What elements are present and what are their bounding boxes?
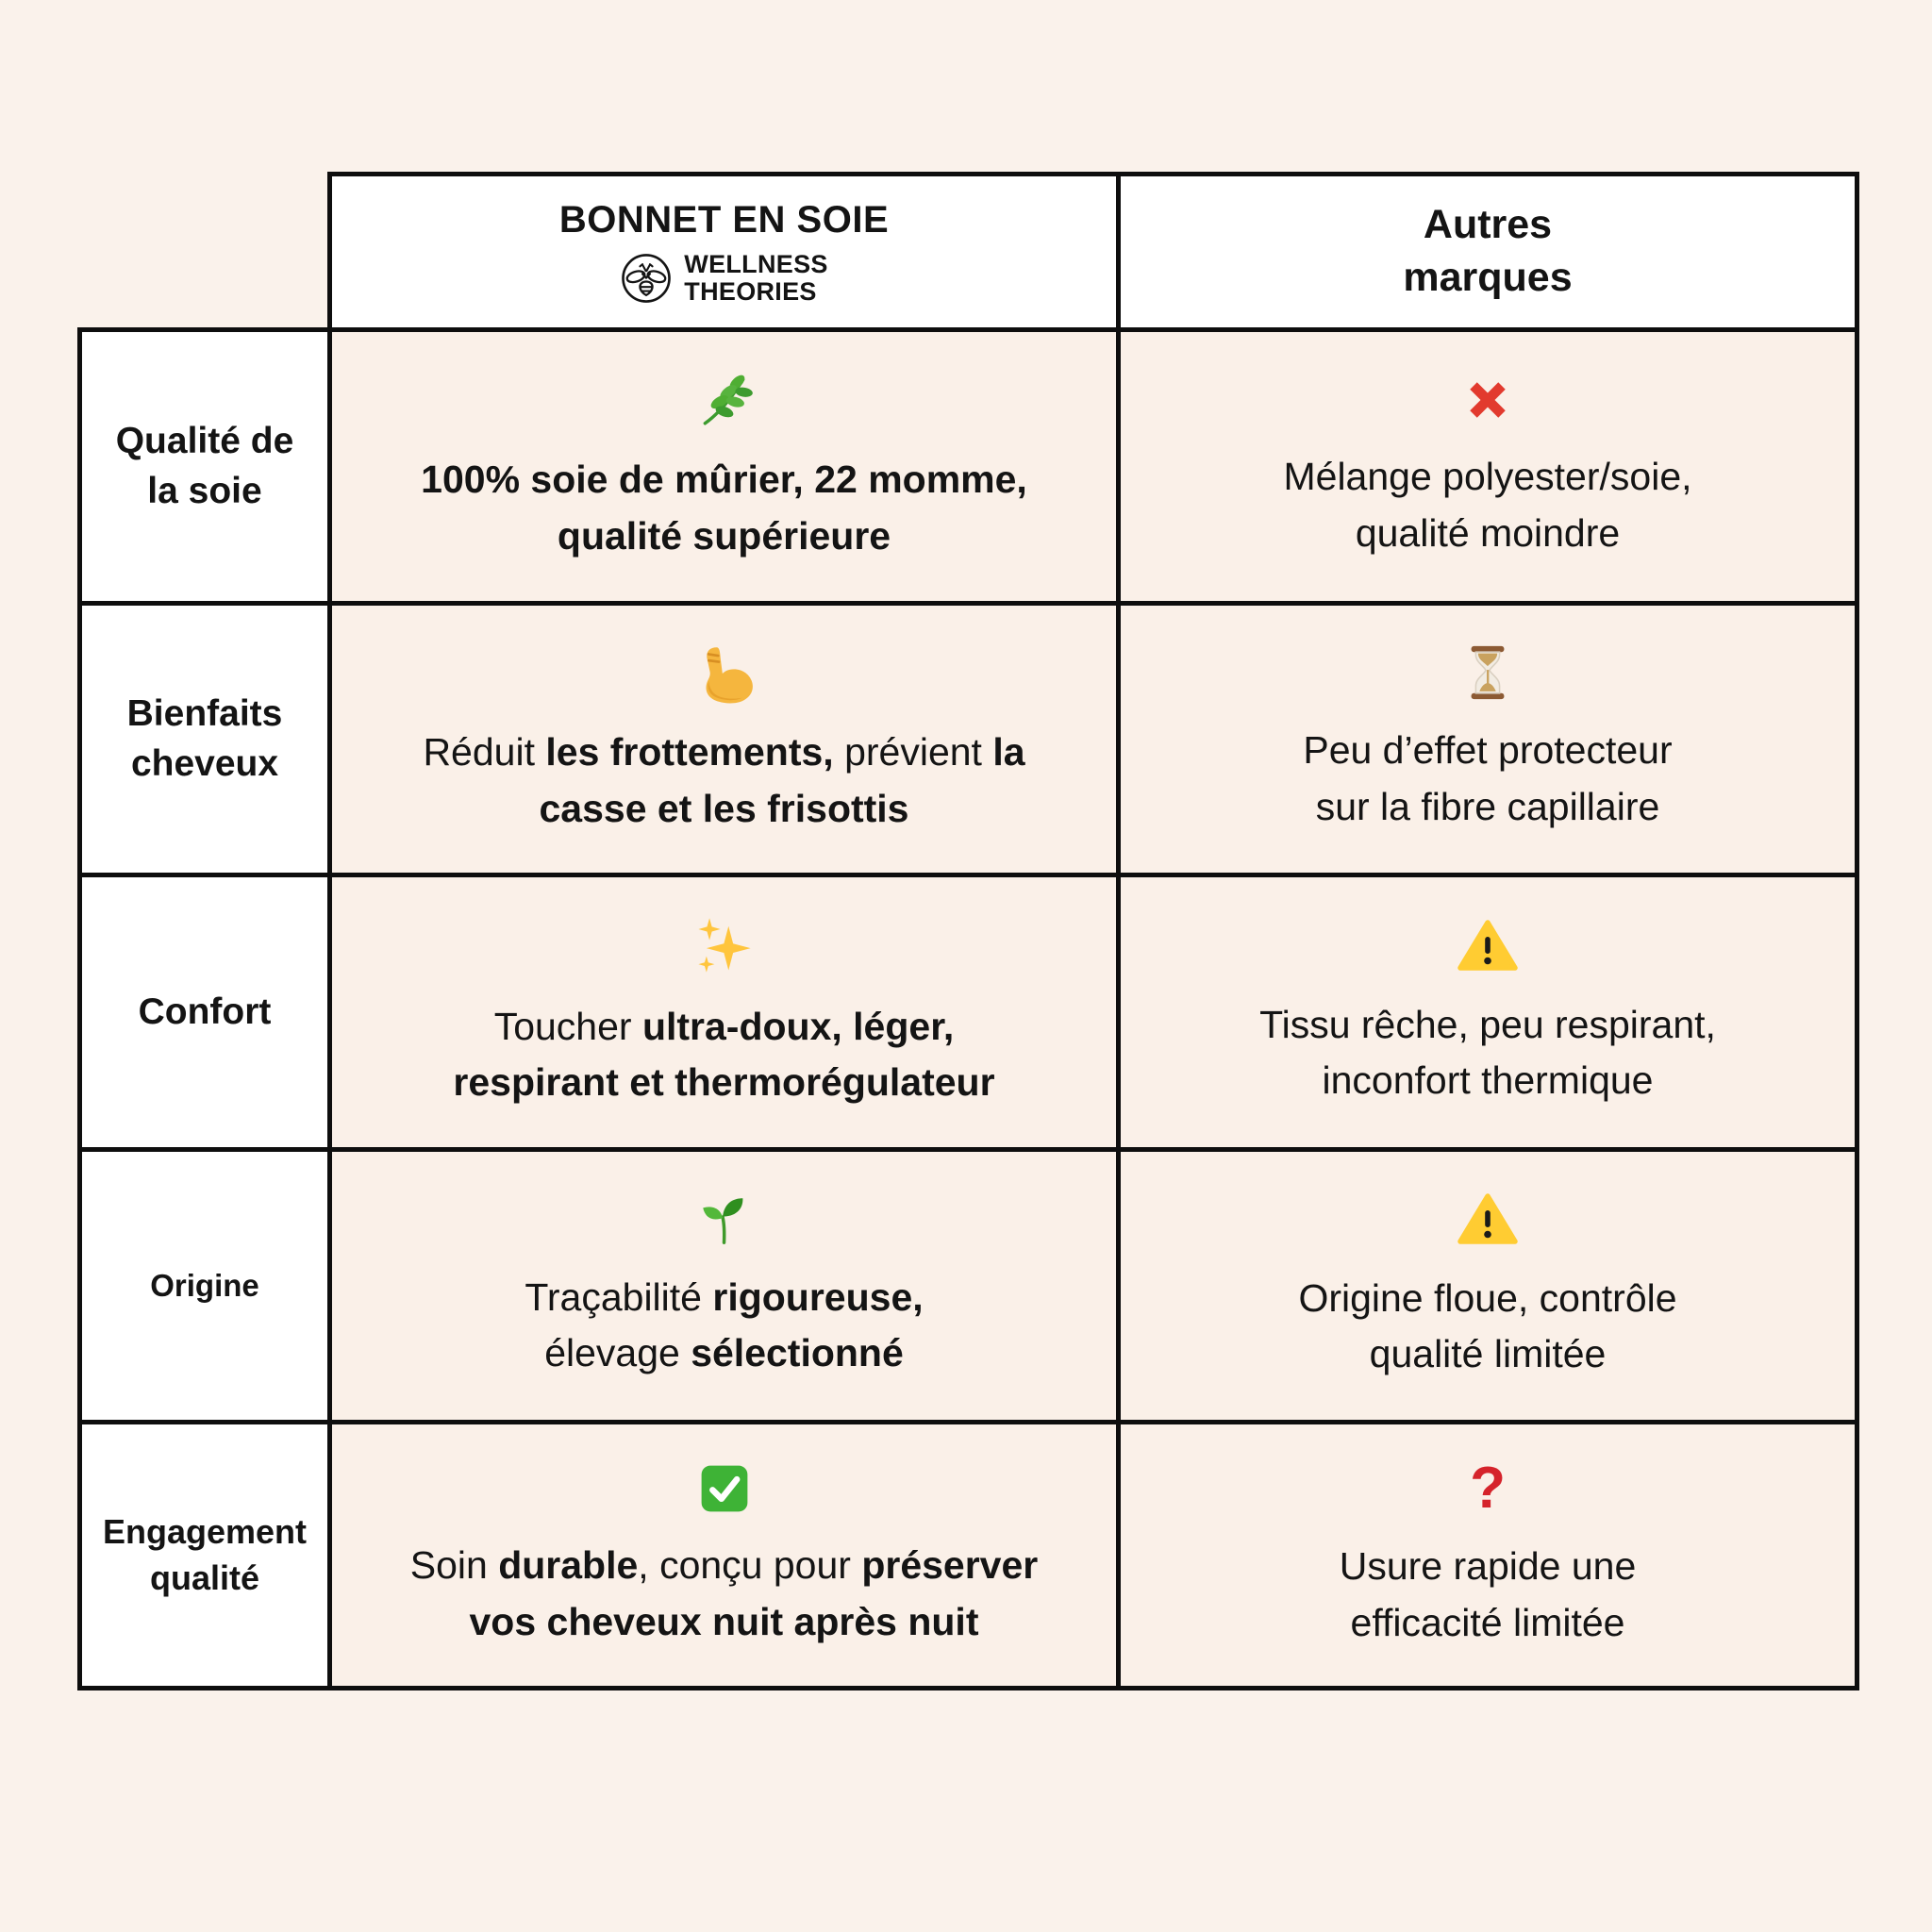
cell-silk-quality-others: Mélange polyester/soie,qualité moindre xyxy=(1116,327,1859,606)
cell-text: Traçabilité rigoureuse,élevage sélection… xyxy=(525,1274,924,1374)
question-mark-icon: ? xyxy=(1470,1456,1506,1522)
herb-icon xyxy=(703,371,755,425)
cell-comfort-product: Toucher ultra-doux, léger,respirant et t… xyxy=(327,873,1121,1152)
cell-text: 100% soie de mûrier, 22 momme,qualité su… xyxy=(421,458,1027,558)
bee-logo-icon xyxy=(622,253,672,303)
cross-mark-icon xyxy=(1470,382,1506,418)
warning-icon xyxy=(1457,1190,1518,1250)
header-product-cell: BONNET EN SOIE WELLNESS THEORIES xyxy=(327,172,1121,332)
sparkles-icon xyxy=(697,917,751,973)
cell-text: Toucher ultra-doux, léger,respirant et t… xyxy=(453,1004,995,1104)
hourglass-icon xyxy=(1470,645,1506,700)
warning-icon xyxy=(1457,916,1518,976)
cell-silk-quality-product: 100% soie de mûrier, 22 momme,qualité su… xyxy=(327,327,1121,606)
row-origin: Origine Traçabilité rigoureuse,élevage s… xyxy=(77,1147,1859,1424)
empty-corner-cell xyxy=(79,174,332,332)
row-label-comfort: Confort xyxy=(77,873,332,1152)
row-label-origin: Origine xyxy=(77,1147,332,1424)
brand-name: WELLNESS THEORIES xyxy=(684,251,827,305)
brand-name-line2: THEORIES xyxy=(684,276,817,306)
product-title: BONNET EN SOIE xyxy=(558,199,890,242)
row-comfort: Confort Toucher ultra-doux, léger,respir… xyxy=(77,873,1859,1152)
seedling-icon xyxy=(700,1196,744,1244)
brand-logo-row: WELLNESS THEORIES xyxy=(620,251,827,305)
flexed-biceps-icon xyxy=(704,645,754,705)
cell-text: Mélange polyester/soie,qualité moindre xyxy=(1283,455,1692,555)
cell-origin-product: Traçabilité rigoureuse,élevage sélection… xyxy=(327,1147,1121,1424)
brand-name-line1: WELLNESS xyxy=(684,250,828,279)
cell-text: Tissu rêche, peu respirant,inconfort the… xyxy=(1259,1002,1716,1102)
cell-comfort-others: Tissu rêche, peu respirant,inconfort the… xyxy=(1116,873,1859,1152)
check-mark-icon xyxy=(696,1460,753,1517)
